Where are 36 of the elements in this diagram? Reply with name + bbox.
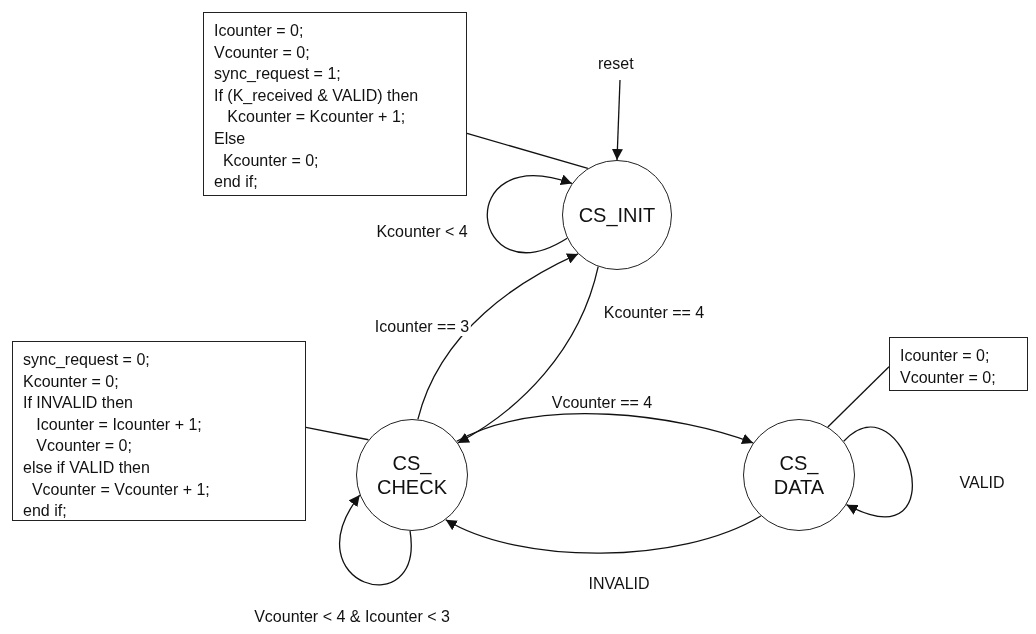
code-line: end if; [214, 172, 259, 193]
state-name: CS_ CHECK [376, 451, 448, 499]
input-label: reset [598, 55, 634, 73]
state-name: CS_ DATA [772, 451, 826, 499]
state-name: CS_INIT [577, 203, 657, 227]
code-line: If INVALID then [23, 393, 134, 414]
self-loop-arrow [339, 494, 412, 586]
code-line: else if VALID then [23, 457, 151, 478]
code-box [889, 337, 1028, 391]
transition-arrow [611, 79, 623, 161]
code-line: sync_request = 0; [23, 350, 151, 370]
code-line: Kcounter = 0; [221, 150, 320, 171]
leader-line [305, 426, 370, 441]
code-box [203, 12, 467, 196]
transition-arrow [445, 515, 762, 554]
leader-line [466, 132, 589, 169]
code-line: If (K_received & VALID) then [214, 85, 420, 106]
code-line: Vcounter = 0; [900, 367, 997, 388]
transition-arrow [417, 253, 579, 420]
transition-arrow [457, 266, 599, 444]
self-loop-arrow [843, 426, 913, 517]
code-box [12, 341, 306, 521]
transition-arrow [456, 413, 754, 445]
code-line: Icounter = 0; [900, 346, 991, 366]
code-line: end if; [23, 501, 68, 522]
code-line: Vcounter = 0; [35, 436, 133, 457]
code-line: sync_request = 1; [214, 64, 342, 85]
leader-line [827, 366, 890, 428]
code-line: Kcounter = 0; [23, 371, 120, 392]
code-line: Kcounter = Kcounter + 1; [226, 107, 407, 128]
self-loop-arrow [486, 175, 573, 254]
code-line: Icounter = Icounter + 1; [35, 414, 203, 435]
code-line: Icounter = 0; [214, 21, 305, 41]
code-line: Else [214, 128, 247, 149]
code-line: Vcounter = 0; [214, 42, 311, 63]
code-line: Vcounter = Vcounter + 1; [30, 479, 211, 500]
